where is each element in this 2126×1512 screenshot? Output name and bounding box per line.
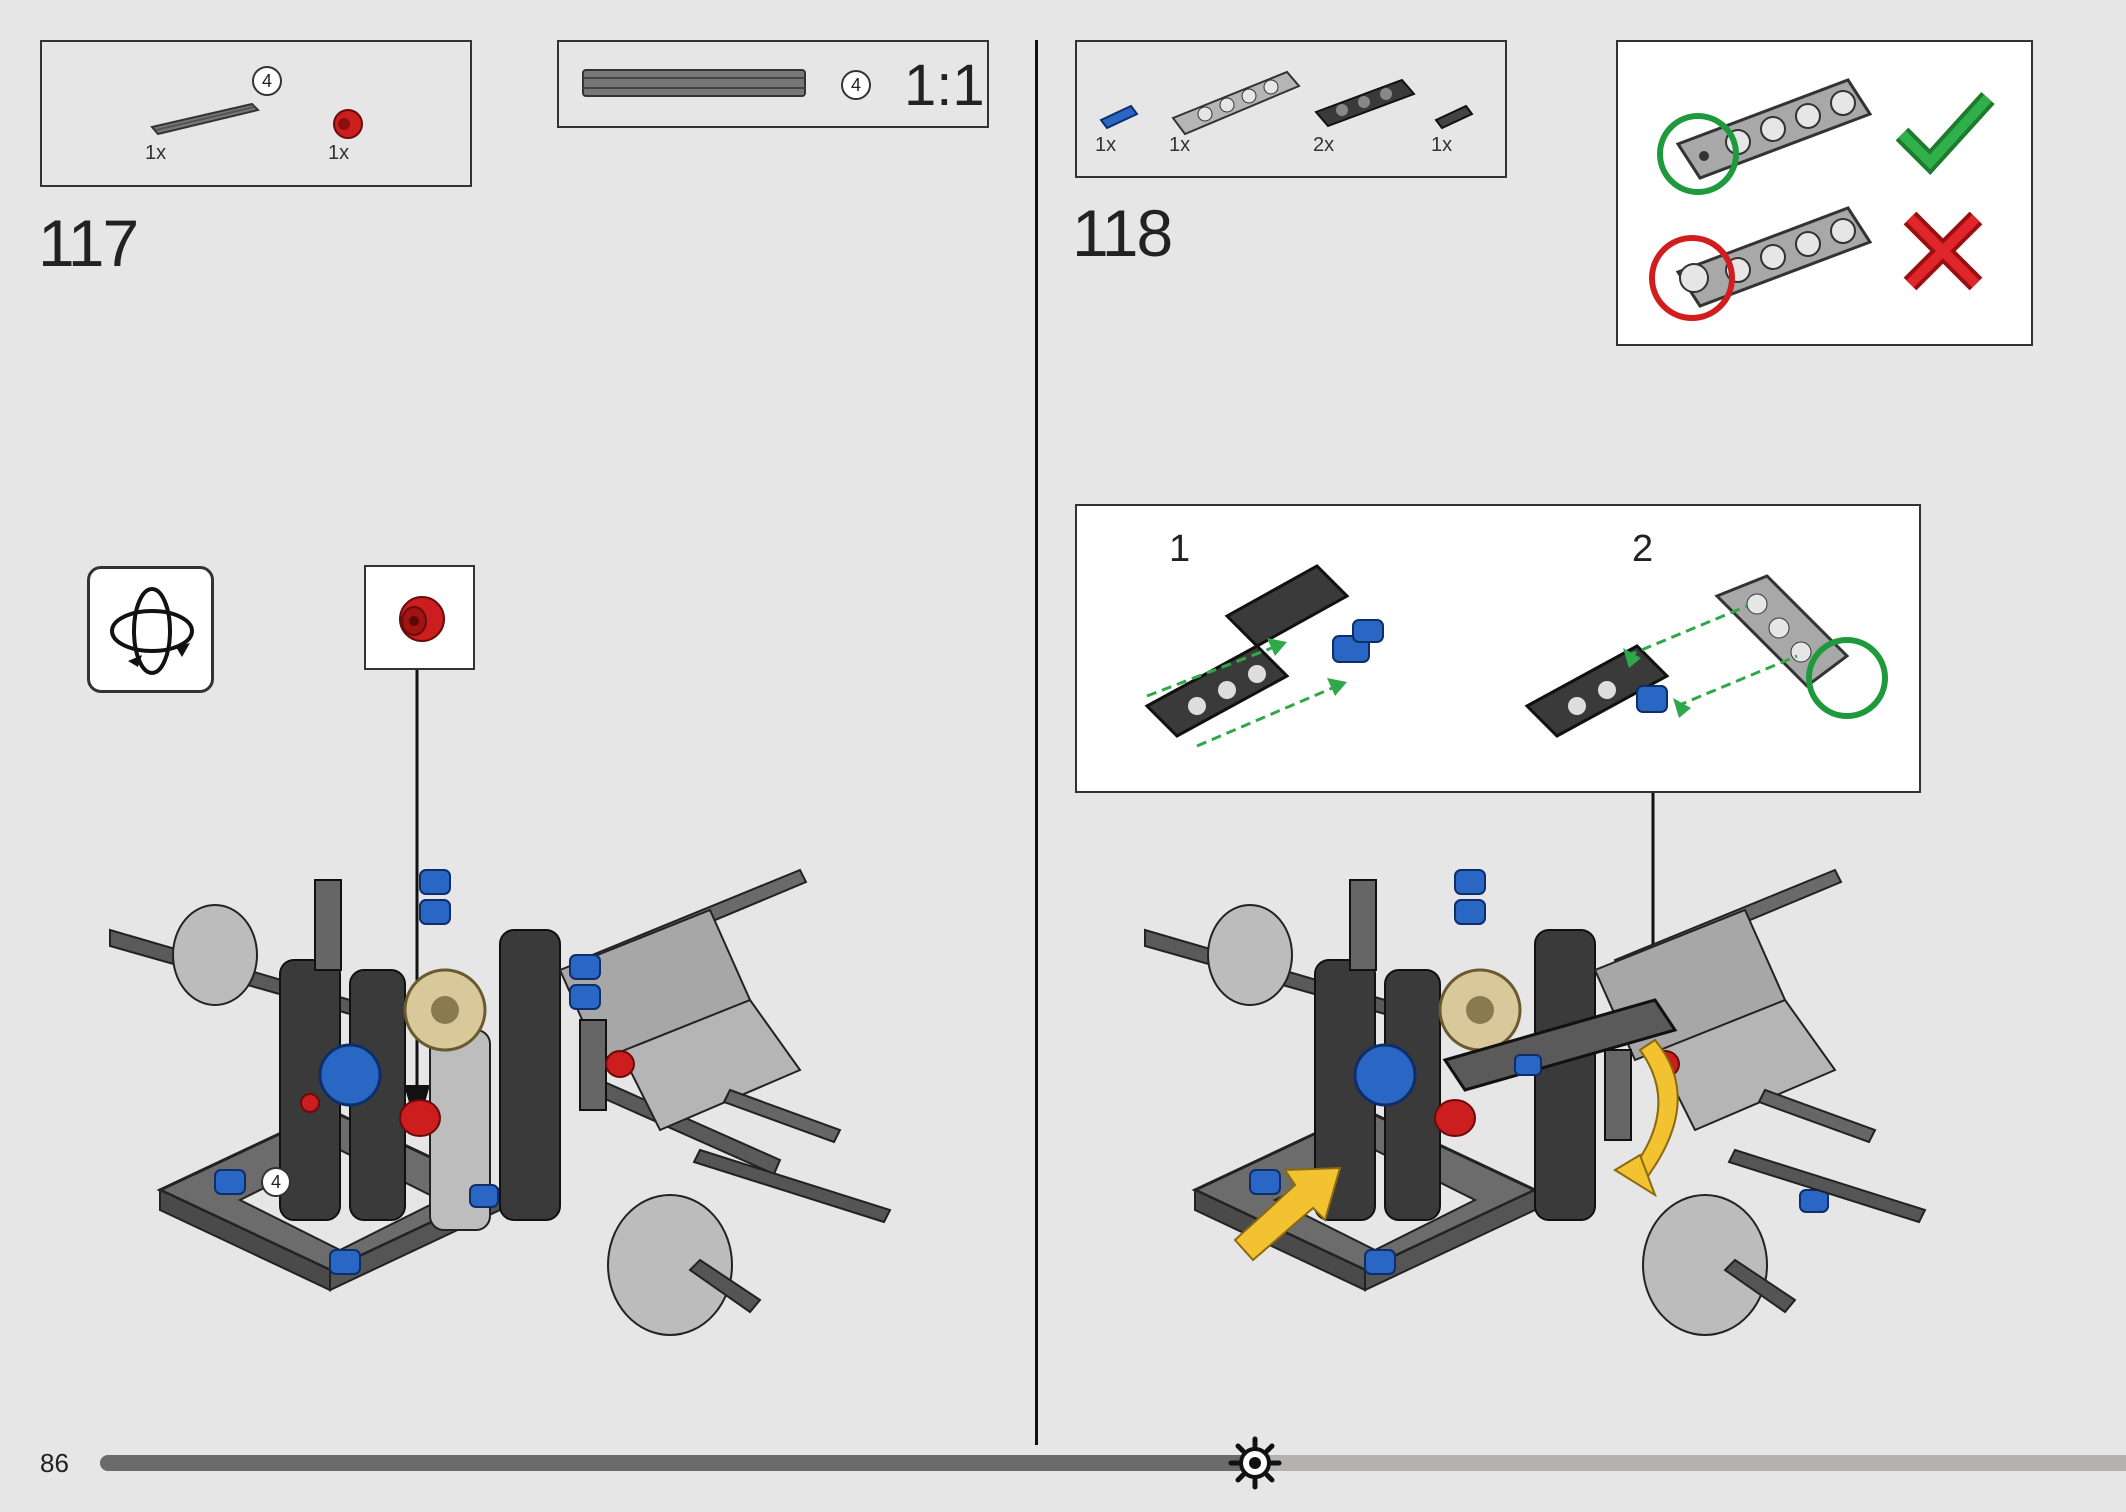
- part-qty: 1x: [1095, 134, 1117, 156]
- axle-length-badge: 4: [252, 66, 282, 96]
- part-qty: 1x: [328, 142, 350, 164]
- substeps-callout: 1 2: [1075, 504, 1921, 793]
- step-number: 118: [1072, 196, 1173, 270]
- cross-icon: [1903, 211, 1983, 291]
- dark-grey-beam-icon: [1314, 78, 1416, 128]
- substep-2-illustration: [1524, 574, 1888, 738]
- step117-parts-list: 4 1x 1x: [40, 40, 472, 187]
- axle-length-badge: 4: [841, 70, 871, 100]
- part-qty: 1x: [145, 142, 167, 164]
- light-grey-beam-icon: [1171, 70, 1301, 136]
- scale-ratio: 1:1: [904, 53, 985, 118]
- page-number: 86: [40, 1448, 69, 1478]
- beam-correct-icon: [1657, 78, 1873, 195]
- red-bush-icon: [333, 109, 363, 139]
- callout-red-bush: [364, 565, 475, 670]
- model-assembly-118: [1144, 868, 1927, 1336]
- scale-ruler-box: 4 1:1: [557, 40, 989, 128]
- model-label-badge: 4: [261, 1167, 291, 1197]
- part-qty: 1x: [1169, 134, 1191, 156]
- gear-icon: [1228, 1436, 1282, 1490]
- part-qty: 1x: [1431, 134, 1453, 156]
- rotate-model-indicator: [87, 566, 214, 693]
- axle-4-icon: [150, 102, 260, 136]
- part-qty: 2x: [1313, 134, 1335, 156]
- progress-fill: [100, 1455, 1255, 1471]
- model-assembly-117: [109, 868, 892, 1336]
- dark-pin-icon: [1434, 104, 1474, 130]
- substep-number: 2: [1632, 528, 1654, 570]
- orientation-hint-box: [1616, 40, 2033, 346]
- step118-parts-list: 1x 1x 2x 1x: [1075, 40, 1507, 178]
- blue-pin-icon: [1099, 104, 1139, 130]
- axle-scale-icon: [582, 69, 806, 97]
- substep-number: 1: [1169, 528, 1191, 570]
- red-bush-icon: [399, 596, 445, 642]
- substep-1-illustration: [1144, 564, 1384, 748]
- check-icon: [1895, 91, 1995, 176]
- page-divider: [1035, 40, 1038, 1445]
- beam-wrong-icon: [1649, 206, 1873, 321]
- rotate-model-icon: [110, 587, 194, 675]
- progress-track: [100, 1455, 2126, 1471]
- step-number: 117: [38, 206, 139, 280]
